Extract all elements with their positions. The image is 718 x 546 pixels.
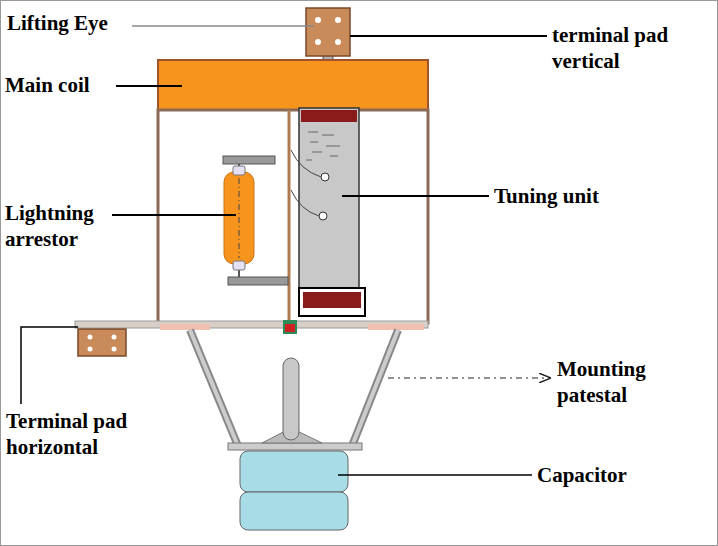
- mounting-pedestal: [190, 330, 398, 450]
- mounting-pad: [160, 324, 210, 330]
- tuning-unit: [291, 108, 365, 316]
- part-label: Main coil: [5, 72, 115, 98]
- part-label: Lifting Eye: [7, 10, 131, 36]
- leader-lines: [21, 26, 550, 475]
- housing-frame: [158, 110, 428, 323]
- main-coil: [158, 60, 428, 110]
- terminal-pad-vertical: [306, 8, 350, 56]
- support-rod: [288, 110, 291, 322]
- part-label: Tuning unit: [494, 183, 644, 209]
- part-label: Capacitor: [537, 462, 677, 488]
- terminal-pad-horizontal: [78, 329, 126, 356]
- part-label: Terminal pad horizontal: [6, 408, 156, 460]
- part-label: Mounting patestal: [557, 356, 687, 408]
- lightning-arrestor: [223, 156, 288, 285]
- capacitor: [240, 451, 348, 530]
- mounting-pad: [368, 324, 424, 330]
- part-label: terminal pad vertical: [552, 22, 682, 74]
- part-label: Lightning arrestor: [5, 200, 111, 252]
- connector-block: [283, 320, 297, 334]
